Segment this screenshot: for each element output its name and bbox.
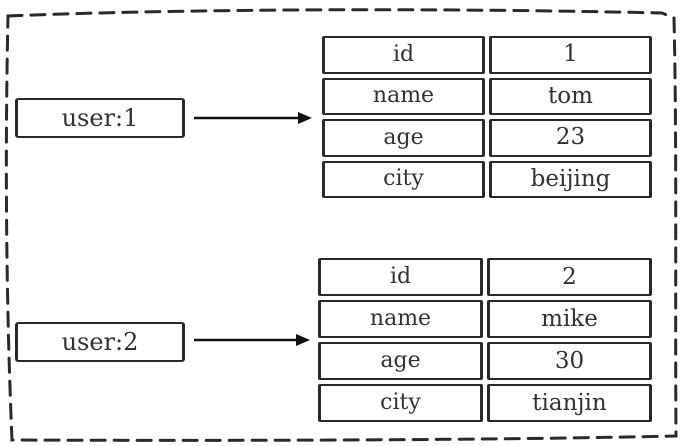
value-cell-name: mike <box>487 300 652 338</box>
dashed-outer-border <box>4 8 678 442</box>
hash-row: age 30 <box>318 342 652 380</box>
arrow-head-user-1 <box>298 112 312 124</box>
hash-row: id 1 <box>322 36 652 74</box>
field-cell-id: id <box>322 36 485 74</box>
field-cell-name: name <box>322 77 485 115</box>
value-cell-id: 1 <box>489 36 652 74</box>
hash-table-user-2: id 2 name mike age 30 city tianjin <box>318 258 652 422</box>
field-cell-id: id <box>318 258 483 296</box>
hash-row: name mike <box>318 300 652 338</box>
field-cell-age: age <box>318 342 483 380</box>
hash-table-user-1: id 1 name tom age 23 city beijing <box>322 36 652 198</box>
key-box-user-2: user:2 <box>15 322 185 362</box>
hash-row: city tianjin <box>318 384 652 422</box>
value-cell-city: beijing <box>489 160 652 198</box>
key-label-user-1: user:1 <box>61 104 139 132</box>
arrow-head-user-2 <box>296 334 310 346</box>
hash-row: id 2 <box>318 258 652 296</box>
hash-row: name tom <box>322 77 652 115</box>
value-cell-id: 2 <box>487 258 652 296</box>
value-cell-name: tom <box>489 77 652 115</box>
key-box-user-1: user:1 <box>15 98 185 138</box>
field-cell-name: name <box>318 300 483 338</box>
hash-row: age 23 <box>322 119 652 157</box>
value-cell-age: 23 <box>489 119 652 157</box>
value-cell-age: 30 <box>487 342 652 380</box>
field-cell-city: city <box>318 384 483 422</box>
hash-row: city beijing <box>322 160 652 198</box>
field-cell-city: city <box>322 160 485 198</box>
key-label-user-2: user:2 <box>61 328 139 356</box>
field-cell-age: age <box>322 119 485 157</box>
value-cell-city: tianjin <box>487 384 652 422</box>
